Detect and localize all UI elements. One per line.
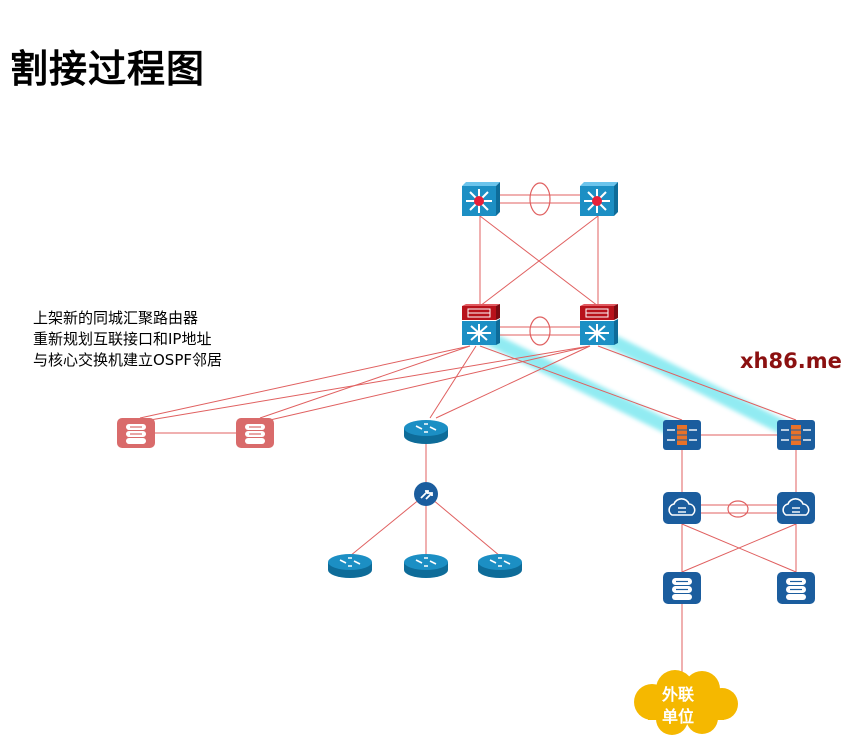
cloud-switch-icon [782, 498, 810, 516]
firewall-right[interactable] [777, 420, 815, 450]
core-switch-left[interactable] [462, 182, 500, 216]
edge-router-left[interactable] [663, 572, 701, 604]
cloud-label-line-1: 外联 [661, 685, 694, 704]
page-title: 割接过程图 [10, 47, 206, 91]
note-line-2: 重新规划互联接口和IP地址 [33, 330, 212, 348]
hub-node[interactable] [414, 482, 438, 506]
note-line-3: 与核心交换机建立OSPF邻居 [33, 351, 223, 369]
links [139, 194, 797, 682]
hub-icon [420, 490, 433, 500]
watermark: xh86.me [740, 349, 842, 373]
switch-firewall-stack-icon [585, 324, 609, 342]
link-aggregation-marks [529, 182, 749, 518]
highlight-paths [473, 327, 803, 697]
access-router-2[interactable] [404, 554, 448, 578]
cloud-label-line-2: 单位 [662, 707, 694, 726]
core-switch-right[interactable] [580, 182, 618, 216]
annotation-note: 上架新的同城汇聚路由器 重新规划互联接口和IP地址 与核心交换机建立OSPF邻居 [33, 308, 222, 371]
wan-switch-left[interactable] [663, 492, 701, 524]
cloud-icon [634, 670, 738, 735]
access-router-3[interactable] [478, 554, 522, 578]
cloud-switch-icon [668, 498, 696, 516]
external-unit-cloud[interactable]: 外联 单位 [634, 670, 738, 735]
aggregation-switch-left[interactable] [462, 304, 500, 345]
router-icon [415, 423, 437, 433]
router-stack-icon [786, 578, 806, 600]
edge-router-right[interactable] [777, 572, 815, 604]
switch-firewall-stack-icon [467, 324, 491, 342]
access-router-1[interactable] [328, 554, 372, 578]
firewall-icon [781, 425, 811, 445]
note-line-1: 上架新的同城汇聚路由器 [33, 309, 199, 327]
new-router-1[interactable] [117, 418, 155, 448]
firewall-left[interactable] [663, 420, 701, 450]
router-icon [415, 557, 437, 567]
router-icon [339, 557, 361, 567]
firewall-icon [667, 425, 697, 445]
router-center[interactable] [404, 420, 448, 444]
router-icon [489, 557, 511, 567]
new-router-2[interactable] [236, 418, 274, 448]
aggregation-switch-right[interactable] [580, 304, 618, 345]
wan-switch-right[interactable] [777, 492, 815, 524]
